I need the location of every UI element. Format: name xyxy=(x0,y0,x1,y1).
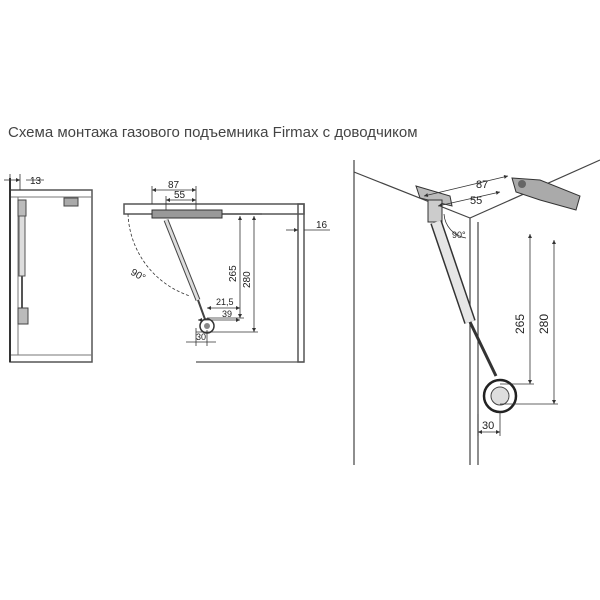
section-lift-cylinder-fill xyxy=(164,219,200,301)
section-view: 90° 87 55 265 280 21,5 39 30 16 xyxy=(123,180,330,363)
perspective-dim265-label: 265 xyxy=(513,314,527,334)
section-dim21-5-label: 21,5 xyxy=(216,297,234,307)
perspective-view: 90° 87 55 265 280 30 xyxy=(353,159,600,465)
perspective-lift-base-inner xyxy=(490,386,510,406)
section-angle-label: 90° xyxy=(129,267,148,284)
section-side-panel xyxy=(297,203,305,363)
section-dim265-label: 265 xyxy=(228,265,239,282)
section-dim16-label: 16 xyxy=(316,220,328,231)
section-dim39-label: 39 xyxy=(222,309,232,319)
perspective-lift-rod xyxy=(468,321,498,377)
section-angle-arc xyxy=(127,213,191,297)
section-dim55-label: 55 xyxy=(174,190,186,201)
side-view: 13 xyxy=(4,174,93,363)
perspective-angle-arc xyxy=(443,213,467,239)
perspective-dim55-line xyxy=(437,190,501,208)
perspective-dim87-label: 87 xyxy=(476,179,488,191)
side-lift-bottom-bracket xyxy=(17,307,29,325)
perspective-lift-cylinder xyxy=(431,220,475,324)
side-lift-top-bracket xyxy=(17,199,27,217)
diagram-title: Схема монтажа газового подъемника Firmax… xyxy=(8,124,418,141)
perspective-hinge-arm xyxy=(511,177,581,211)
section-dim87-label: 87 xyxy=(168,180,180,191)
perspective-hinge-screw xyxy=(518,180,526,188)
perspective-dim55-label: 55 xyxy=(470,195,482,207)
perspective-ceiling-edge-left xyxy=(353,171,471,219)
perspective-angle-label: 90° xyxy=(452,230,466,240)
side-lift-cylinder xyxy=(18,215,26,277)
perspective-dim30-label: 30 xyxy=(482,420,494,432)
side-hinge xyxy=(63,197,79,207)
perspective-lift-top-bracket xyxy=(427,199,443,223)
section-lift-base-pin xyxy=(204,323,210,329)
side-dim13-label: 13 xyxy=(30,176,42,187)
section-dim280-label: 280 xyxy=(242,271,253,288)
perspective-dim280-label: 280 xyxy=(537,314,551,334)
section-hinge-plate xyxy=(151,209,223,219)
section-dim30-label: 30 xyxy=(196,332,206,342)
